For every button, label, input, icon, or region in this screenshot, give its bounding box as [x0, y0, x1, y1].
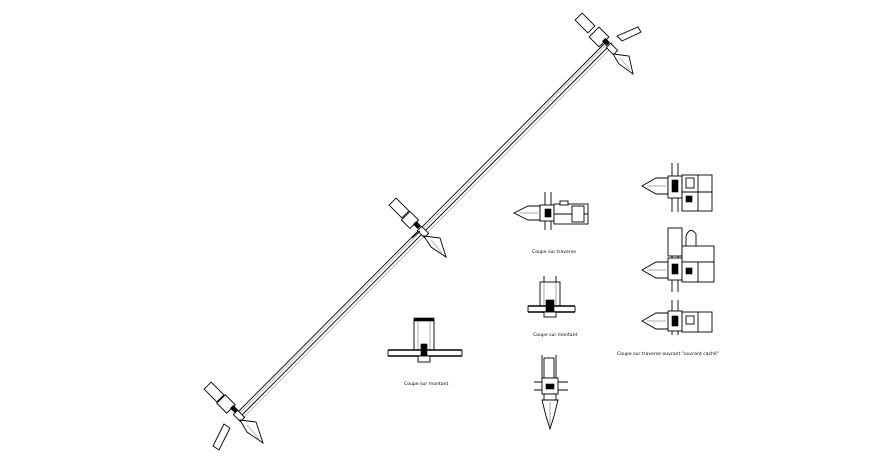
diagonal-glazing-section: [237, 39, 615, 418]
top-end-detail: [574, 12, 642, 76]
caption-transom: Coupe sur traverse: [532, 249, 576, 255]
middle-node-detail: [388, 197, 447, 259]
caption-mullion-left: Coupe sur montant: [404, 381, 449, 387]
caption-mullion: Coupe sur montant: [533, 332, 578, 338]
operable-section-middle: [641, 227, 715, 292]
caption-transom-operable: Coupe sur traverse ouvrant "ouvrant cach…: [617, 350, 719, 357]
operable-section-bottom: [641, 300, 713, 335]
mullion-section: [527, 276, 576, 318]
vertical-node-section: [534, 355, 568, 431]
transom-section: [512, 192, 589, 230]
operable-section-top: [641, 163, 713, 212]
mullion-section-left: [387, 317, 463, 363]
bottom-end-detail: [203, 381, 264, 451]
